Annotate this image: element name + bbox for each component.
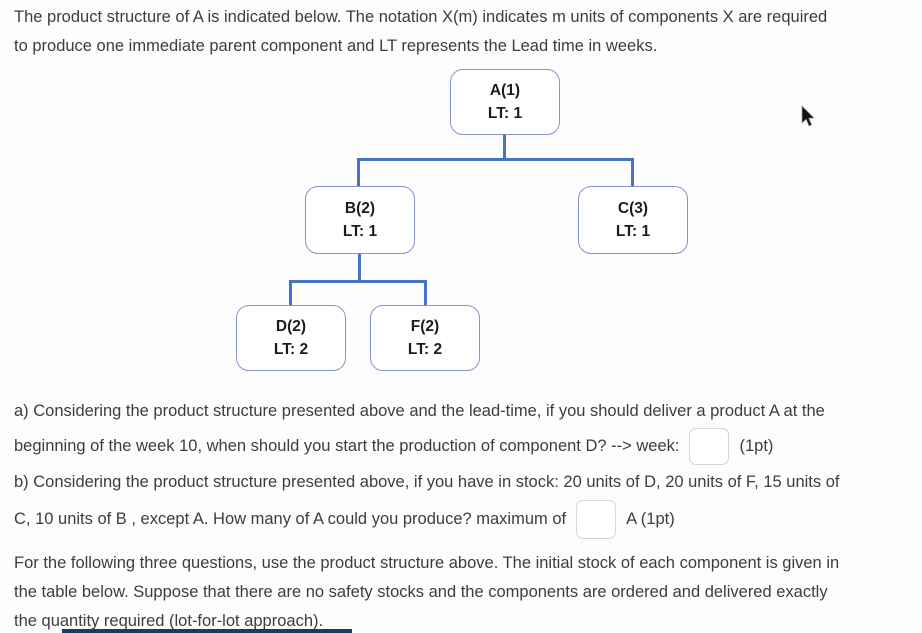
connector-to-c [631, 158, 634, 188]
connector-b-down [358, 252, 361, 282]
outro-line-1: For the following three questions, use t… [14, 554, 840, 572]
node-D-label: D(2) [275, 318, 307, 335]
node-F-leadtime: LT: 2 [407, 341, 443, 358]
connector-to-d [289, 280, 292, 307]
node-F-label: F(2) [410, 318, 440, 335]
question-b: b) Considering the product structure pre… [14, 468, 919, 541]
node-B-label: B(2) [344, 200, 376, 217]
question-b-line-1: b) Considering the product structure pre… [14, 473, 840, 491]
outro-line-2: the table below. Suppose that there are … [14, 583, 828, 601]
question-a-answer-input[interactable] [689, 427, 730, 465]
connector-bc-horizontal [357, 158, 634, 161]
node-C: C(3) LT: 1 [578, 186, 688, 254]
mouse-pointer-icon [801, 105, 815, 127]
node-F: F(2) LT: 2 [370, 305, 480, 371]
question-b-prompt: C, 10 units of B , except A. How many of… [14, 509, 567, 528]
node-C-label: C(3) [617, 200, 649, 217]
node-A: A(1) LT: 1 [450, 69, 560, 135]
node-A-leadtime: LT: 1 [487, 105, 523, 122]
outro-paragraph: For the following three questions, use t… [14, 549, 919, 633]
connector-to-b [357, 158, 360, 188]
connector-to-f [424, 280, 427, 307]
table-header-edge [62, 629, 352, 633]
question-a-points: (1pt) [739, 436, 774, 455]
connector-a-down [503, 134, 506, 160]
question-a-line-1: a) Considering the product structure pre… [14, 402, 825, 420]
intro-line-1: The product structure of A is indicated … [14, 8, 828, 26]
intro-line-2: to produce one immediate parent componen… [14, 37, 658, 55]
node-B: B(2) LT: 1 [305, 186, 415, 254]
connector-df-horizontal [289, 280, 427, 283]
question-a: a) Considering the product structure pre… [14, 397, 919, 466]
node-D-leadtime: LT: 2 [273, 341, 309, 358]
question-b-points: A (1pt) [626, 509, 675, 528]
node-D: D(2) LT: 2 [236, 305, 346, 371]
node-B-leadtime: LT: 1 [342, 223, 378, 240]
question-b-answer-input[interactable] [576, 499, 617, 539]
question-b-line-2: C, 10 units of B , except A. How many of… [14, 497, 919, 541]
node-A-label: A(1) [489, 82, 521, 99]
node-C-leadtime: LT: 1 [615, 223, 651, 240]
intro-paragraph: The product structure of A is indicated … [14, 3, 914, 61]
outro-line-3: the quantity required (lot-for-lot appro… [14, 612, 324, 630]
question-a-line-2: beginning of the week 10, when should yo… [14, 426, 919, 466]
question-a-prompt: beginning of the week 10, when should yo… [14, 436, 680, 455]
